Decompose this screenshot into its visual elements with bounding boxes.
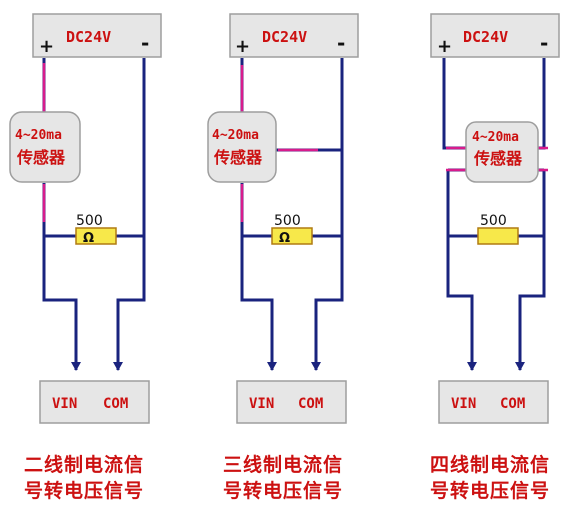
output-box bbox=[438, 380, 549, 424]
resistor bbox=[477, 227, 519, 245]
com-label: COM bbox=[298, 396, 323, 412]
power-supply-label: DC24V bbox=[262, 28, 307, 46]
power-supply-label: DC24V bbox=[463, 28, 508, 46]
caption-line-1: 二线制电流信 bbox=[24, 453, 144, 476]
sensor-name-label: 传感器 bbox=[16, 148, 66, 167]
resistor-value-label: 500 bbox=[274, 213, 301, 229]
sensor-name-label: 传感器 bbox=[213, 148, 263, 167]
resistor-ohm-symbol: Ω bbox=[279, 231, 290, 246]
minus-terminal-label: - bbox=[337, 31, 345, 55]
com-label: COM bbox=[500, 396, 525, 412]
vin-label: VIN bbox=[451, 396, 476, 412]
caption-line-1: 四线制电流信 bbox=[430, 453, 550, 476]
panel-three-wire: DC24V + - 4~20ma 传感器 500 Ω VIN COM 三线制电流… bbox=[207, 13, 359, 502]
vin-label: VIN bbox=[52, 396, 77, 412]
caption-line-2: 号转电压信号 bbox=[24, 479, 144, 502]
plus-terminal-label: + bbox=[437, 36, 452, 57]
output-box bbox=[39, 380, 150, 424]
panel-two-wire: DC24V + - 4~20ma 传感器 500 Ω VIN COM 二线制电流… bbox=[9, 13, 162, 502]
resistor-value-label: 500 bbox=[76, 213, 103, 229]
power-supply-box bbox=[32, 13, 162, 58]
resistor-value-label: 500 bbox=[480, 213, 507, 229]
vin-label: VIN bbox=[249, 396, 274, 412]
sensor-box bbox=[465, 121, 539, 183]
plus-terminal-label: + bbox=[39, 36, 54, 57]
power-supply-box bbox=[229, 13, 359, 58]
sensor-range-label: 4~20ma bbox=[472, 130, 519, 145]
power-supply-box bbox=[430, 13, 560, 58]
sensor-range-label: 4~20ma bbox=[15, 128, 62, 143]
magenta-highlights bbox=[240, 65, 318, 222]
plus-terminal-label: + bbox=[235, 36, 250, 57]
sensor-box bbox=[9, 111, 81, 183]
caption-line-2: 号转电压信号 bbox=[223, 479, 343, 502]
minus-terminal-label: - bbox=[141, 31, 149, 55]
minus-terminal-label: - bbox=[540, 31, 548, 55]
resistor-ohm-symbol: Ω bbox=[83, 231, 94, 246]
caption-line-2: 号转电压信号 bbox=[430, 479, 550, 502]
caption-line-1: 三线制电流信 bbox=[223, 453, 343, 476]
output-box bbox=[236, 380, 347, 424]
power-supply-label: DC24V bbox=[66, 28, 111, 46]
resistor bbox=[271, 227, 313, 245]
sensor-range-label: 4~20ma bbox=[212, 128, 259, 143]
panel-four-wire: DC24V + - 4~20ma 传感器 500 VIN COM 四线制电流信 bbox=[430, 13, 560, 502]
sensor-name-label: 传感器 bbox=[473, 149, 523, 168]
magenta-highlights bbox=[446, 146, 548, 172]
sensor-box bbox=[207, 111, 277, 183]
resistor bbox=[75, 227, 117, 245]
com-label: COM bbox=[103, 396, 128, 412]
